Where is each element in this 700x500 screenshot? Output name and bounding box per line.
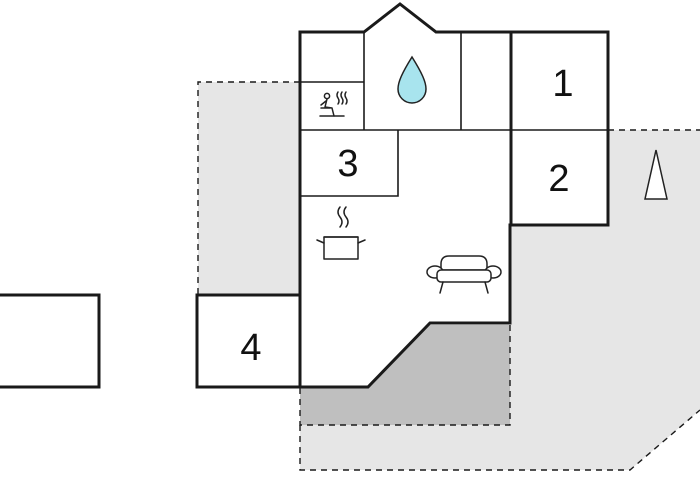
- terrace-covered-area: [300, 325, 510, 425]
- room-4-label: 4: [240, 327, 261, 369]
- terrace-left-area: [198, 82, 300, 295]
- outbuilding: [0, 293, 101, 389]
- house-outline: [298, 2, 610, 389]
- north-arrow-icon: [644, 149, 668, 200]
- room-2-label: 2: [548, 158, 569, 200]
- room-3-label: 3: [337, 143, 358, 185]
- terrace-bottom-outline: [299, 409, 700, 471]
- terrace-right-area: [300, 130, 700, 470]
- wall-room-3: [300, 130, 399, 197]
- terrace-covered-outline: [299, 325, 511, 426]
- water-drop-icon: [397, 55, 427, 104]
- room-1-label: 1: [552, 63, 573, 105]
- terrace-left-outline: [197, 81, 300, 295]
- sofa-icon: [426, 255, 502, 294]
- cooking-pot-icon: [316, 206, 366, 260]
- sauna-icon: [319, 91, 348, 117]
